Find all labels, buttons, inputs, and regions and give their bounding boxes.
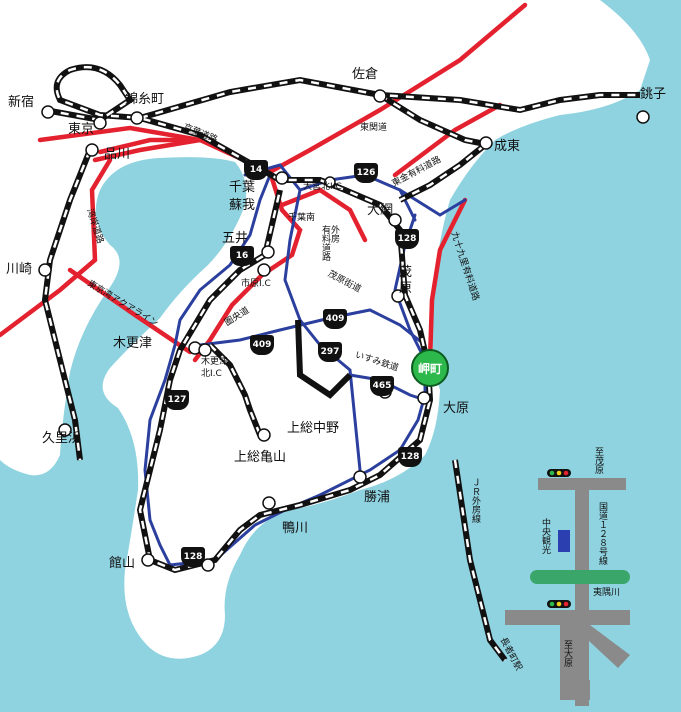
label-higashikanto: 東関道 — [360, 123, 388, 133]
route-shield-128a: 128 — [395, 229, 419, 249]
station-shinagawa: 品川 — [104, 147, 131, 162]
label-oamiya-ic: 大宮北I.C — [303, 182, 342, 192]
tateyama-expressway — [192, 169, 303, 363]
inset-label-to-mobara: 至茂原 — [593, 447, 603, 474]
station-tateyama: 館山 — [109, 556, 136, 571]
keiyo-road — [97, 137, 203, 155]
station-goi: 五井 — [222, 231, 249, 246]
station-choshi: 銚子 — [640, 87, 667, 102]
route-shield-16: 16 — [230, 246, 254, 266]
station-sakura: 佐倉 — [352, 67, 379, 82]
station-kurihama: 久里浜 — [42, 431, 82, 446]
station-chiba: 千葉 — [229, 180, 256, 195]
inset-roads-bottom — [505, 610, 630, 700]
jr-main-rail — [44, 64, 434, 574]
inset-jr-line — [452, 459, 508, 662]
expressway-network — [0, 2, 528, 363]
route-shield-409a: 409 — [323, 309, 347, 329]
route-shield-128b: 128 — [398, 447, 422, 467]
route-shield-126: 126 — [354, 163, 378, 183]
inset-shop-marker — [558, 530, 570, 552]
station-markers — [38, 89, 650, 572]
isumi-rail — [296, 319, 352, 397]
route-toward-coast — [398, 188, 467, 217]
station-shinjuku: 新宿 — [8, 95, 35, 110]
destination-misaki-marker: 岬町 — [411, 349, 449, 387]
station-kisarazu: 木更津 — [113, 336, 153, 351]
route-shield-127: 127 — [165, 390, 189, 410]
inset-label-to-ohara: 至大原 — [562, 640, 572, 667]
label-sotobo-toll-road: 外房 有料道路 — [320, 225, 339, 261]
route-shield-128c: 128 — [181, 547, 205, 567]
label-ichihara-ic: 市原I.C — [241, 279, 271, 289]
traffic-light-top — [547, 469, 571, 477]
inset-isumi-river — [530, 570, 630, 584]
destination-label: 岬町 — [417, 361, 442, 376]
inset-route-128 — [575, 478, 589, 706]
station-kamogawa: 鴨川 — [282, 521, 309, 536]
detail-inset — [440, 459, 676, 706]
kujukuri-toll-road — [427, 197, 468, 363]
traffic-light-bottom — [547, 600, 571, 608]
higashikanto-expressway — [37, 2, 528, 175]
route-shield-465: 465 — [370, 376, 394, 396]
station-soga: 蘇我 — [229, 198, 256, 213]
station-kinshicho: 錦糸町 — [125, 92, 165, 107]
keiyo-road-west — [92, 137, 203, 163]
togane-road — [279, 187, 368, 243]
route-shield-409b: 409 — [250, 335, 274, 355]
railway-lines — [41, 64, 640, 574]
label-chibaminami: 千葉南 — [288, 213, 316, 223]
station-katsuura: 勝浦 — [364, 490, 391, 505]
land-area — [0, 0, 650, 659]
station-tokyo: 東京 — [68, 122, 95, 137]
station-kazusa-nakano: 上総中野 — [287, 421, 340, 436]
station-naruto: 成東 — [494, 139, 521, 154]
station-ohara: 大原 — [443, 401, 470, 416]
inset-label-shop: 中央観光 — [540, 518, 550, 554]
route-297 — [283, 188, 362, 472]
station-kazusa-kameyama: 上総亀山 — [234, 450, 287, 465]
station-mobara-2: 原 — [399, 281, 413, 296]
aqualine — [67, 267, 193, 355]
wangan-road — [0, 157, 113, 338]
inset-label-jr: ＪＲ外房線 — [470, 478, 480, 523]
inset-label-isumi-river: 夷隅川 — [593, 588, 621, 598]
route-shield-297: 297 — [318, 342, 342, 362]
station-kawasaki: 川崎 — [6, 262, 33, 277]
route-shield-14: 14 — [244, 160, 268, 180]
station-mobara-1: 茂 — [399, 265, 413, 280]
station-oami: 大網 — [367, 203, 394, 218]
label-kisarazu-kita-ic: 木更津 北I.C — [201, 357, 229, 379]
inset-label-route-128: 国道１２８号線 — [597, 502, 607, 565]
togane-toll-road — [392, 102, 503, 178]
